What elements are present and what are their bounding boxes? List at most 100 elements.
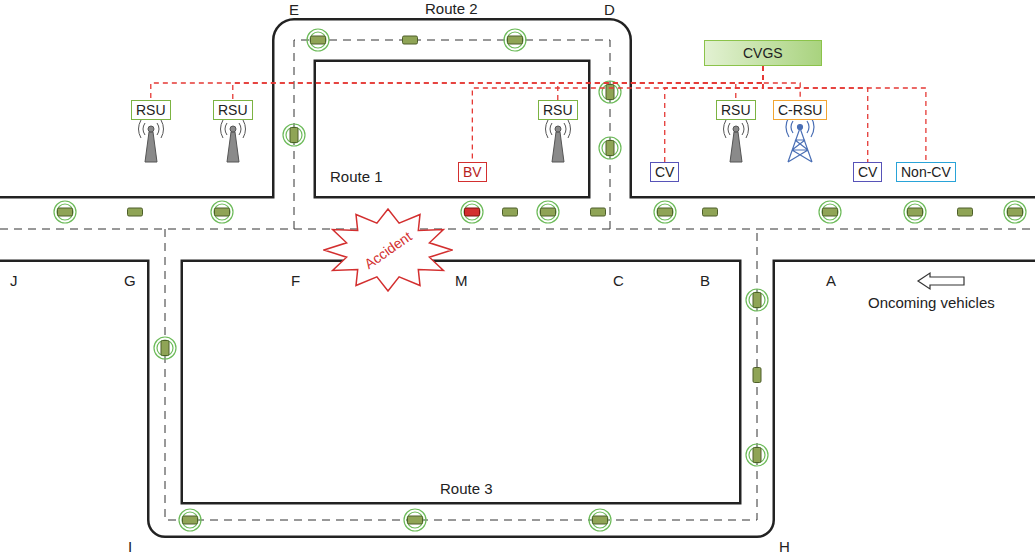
diagram-label: I (128, 538, 132, 555)
diagram-label: A (826, 272, 836, 289)
signal-ring (461, 201, 483, 223)
dashed-link (151, 66, 763, 100)
node-text: BV (463, 164, 482, 180)
diagram-label: E (289, 1, 299, 18)
dashed-link (665, 66, 763, 162)
signal-ring (214, 204, 230, 220)
vehicle-box: CV (853, 162, 882, 182)
vehicle (290, 128, 298, 143)
vehicle (465, 208, 480, 216)
lane-line (0, 40, 1035, 520)
rsu-box: RSU (213, 100, 253, 120)
vehicle (753, 448, 761, 463)
crsu-box: C-RSU (773, 100, 827, 120)
signal-ring (746, 289, 768, 311)
vehicle (403, 36, 418, 44)
diagram-label: H (779, 538, 790, 555)
vehicle (703, 208, 718, 216)
vehicle (908, 208, 923, 216)
dashed-link (763, 66, 926, 162)
vehicle (823, 208, 838, 216)
signal-ring (540, 204, 556, 220)
vehicle (593, 516, 608, 524)
road-outline (0, 40, 1035, 520)
signal-ring (154, 337, 176, 359)
diagram-label: C (613, 272, 624, 289)
signal-ring (57, 204, 73, 220)
signal-ring (307, 29, 329, 51)
signal-ring (407, 512, 423, 528)
diagram-label: D (604, 1, 615, 18)
cell-tower (786, 117, 814, 162)
vehicle (958, 208, 973, 216)
signal-ring (283, 124, 305, 146)
vehicle-box: CV (650, 162, 679, 182)
signal-ring (602, 84, 618, 100)
signal-ring (286, 127, 302, 143)
signal-ring (599, 137, 621, 159)
diagram-label: Route 1 (330, 168, 383, 185)
network-link (558, 66, 763, 100)
vehicle (1008, 208, 1023, 216)
starburst-outline (324, 209, 452, 291)
network-link (151, 66, 763, 100)
signal-ring (310, 32, 326, 48)
signal-ring (657, 204, 673, 220)
signal-ring (507, 32, 523, 48)
rsu-box: RSU (131, 100, 171, 120)
dashed-link (472, 66, 763, 162)
signal-ring (904, 201, 926, 223)
signal-ring (602, 140, 618, 156)
signal-ring (907, 204, 923, 220)
signal-ring (179, 509, 201, 531)
vehicle (753, 368, 761, 383)
diagram-label: F (291, 272, 300, 289)
dashed-link (763, 66, 800, 100)
signal-ring (1007, 204, 1023, 220)
network-link (763, 66, 926, 162)
signal-ring (819, 201, 841, 223)
signal-ring (749, 292, 765, 308)
vehicles (54, 29, 1026, 531)
node-text: RSU (218, 102, 248, 118)
vehicle (503, 208, 518, 216)
rsu-antenna (139, 120, 749, 162)
signal-ring (404, 509, 426, 531)
vehicle (591, 208, 606, 216)
signal-ring (54, 201, 76, 223)
network-link (665, 66, 763, 162)
signal-ring (464, 204, 480, 220)
diagram-label: J (10, 272, 18, 289)
vehicle (606, 85, 614, 100)
dashed-link (558, 66, 763, 100)
vehicle (128, 208, 143, 216)
vehicle (658, 208, 673, 216)
direction-arrow (918, 273, 964, 289)
network-link (736, 66, 763, 100)
network-link (472, 66, 763, 162)
node-text: CVGS (743, 45, 783, 61)
diagram-label: Route 2 (425, 0, 478, 17)
vehicle (311, 36, 326, 44)
road-surface (0, 40, 1035, 520)
vehicle (753, 293, 761, 308)
vehicle-box: Non-CV (896, 162, 956, 182)
signal-ring (746, 444, 768, 466)
node-text: RSU (136, 102, 166, 118)
vehicle-box: BV (458, 162, 487, 182)
diagram-label: M (455, 272, 468, 289)
vehicle (508, 36, 523, 44)
diagram-label: B (700, 272, 710, 289)
signal-ring (822, 204, 838, 220)
vehicle (161, 341, 169, 356)
node-text: CV (655, 164, 674, 180)
node-text: RSU (721, 102, 751, 118)
network-link (763, 66, 868, 162)
vehicle (183, 516, 198, 524)
vehicle (541, 208, 556, 216)
network-link (233, 66, 763, 100)
signal-ring (157, 340, 173, 356)
dashed-link (233, 66, 763, 100)
